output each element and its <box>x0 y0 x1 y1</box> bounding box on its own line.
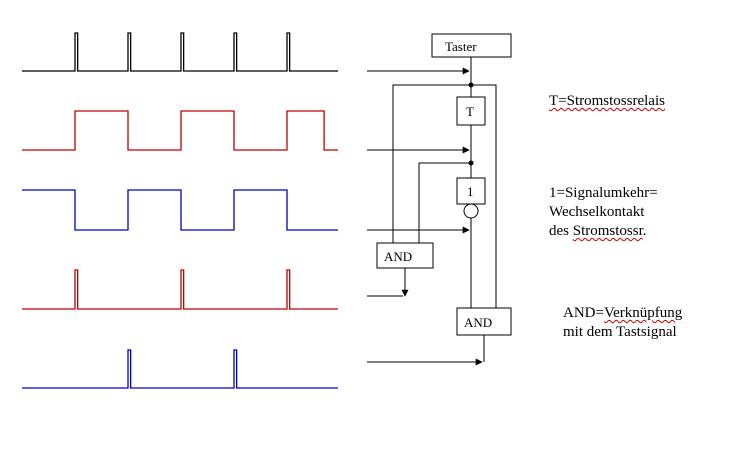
note-and: AND=Verknüpfung mit dem Tastsignal <box>563 304 682 342</box>
note-and-line1: AND=Verknüpfung <box>563 304 682 323</box>
and-bottom-block <box>456 307 512 336</box>
note-inverter-line3-b: Stromstossr <box>572 223 643 239</box>
inverter-label: 1 <box>467 184 474 199</box>
note-t-definition: T=Stromstossrelais <box>549 92 665 111</box>
note-inverter-line3: des Stromstossr. <box>549 222 658 241</box>
and-left-label: AND <box>384 249 412 264</box>
inverter-block <box>456 177 486 205</box>
note-inverter-line2: Wechselkontakt <box>549 204 645 220</box>
waveform-relay <box>22 110 338 151</box>
waveform-taster <box>22 32 338 72</box>
t-label: T <box>466 104 474 119</box>
note-t-text: T=Stromstossrelais <box>549 93 665 109</box>
waveform-inverted <box>22 189 338 231</box>
note-and-line2: mit dem Tastsignal <box>563 324 677 340</box>
taster-label: Taster <box>445 39 477 54</box>
and-left-block <box>376 242 434 269</box>
note-inverter-line3-a: des <box>549 223 573 239</box>
waveform-and-a <box>22 269 338 310</box>
note-and-line1-b: Verknüpfung <box>603 305 683 321</box>
note-inverter-line3-c: . <box>642 223 647 239</box>
note-inverter: 1=Signalumkehr= Wechselkontakt des Strom… <box>549 184 658 241</box>
waveforms <box>22 32 338 389</box>
block-diagram <box>367 33 512 366</box>
note-and-line1-a: AND= <box>563 305 604 321</box>
inverter-bubble <box>463 203 479 219</box>
waveform-and-b <box>22 349 338 389</box>
note-inverter-line1: 1=Signalumkehr= <box>549 185 658 201</box>
and-bottom-label: AND <box>464 315 492 330</box>
